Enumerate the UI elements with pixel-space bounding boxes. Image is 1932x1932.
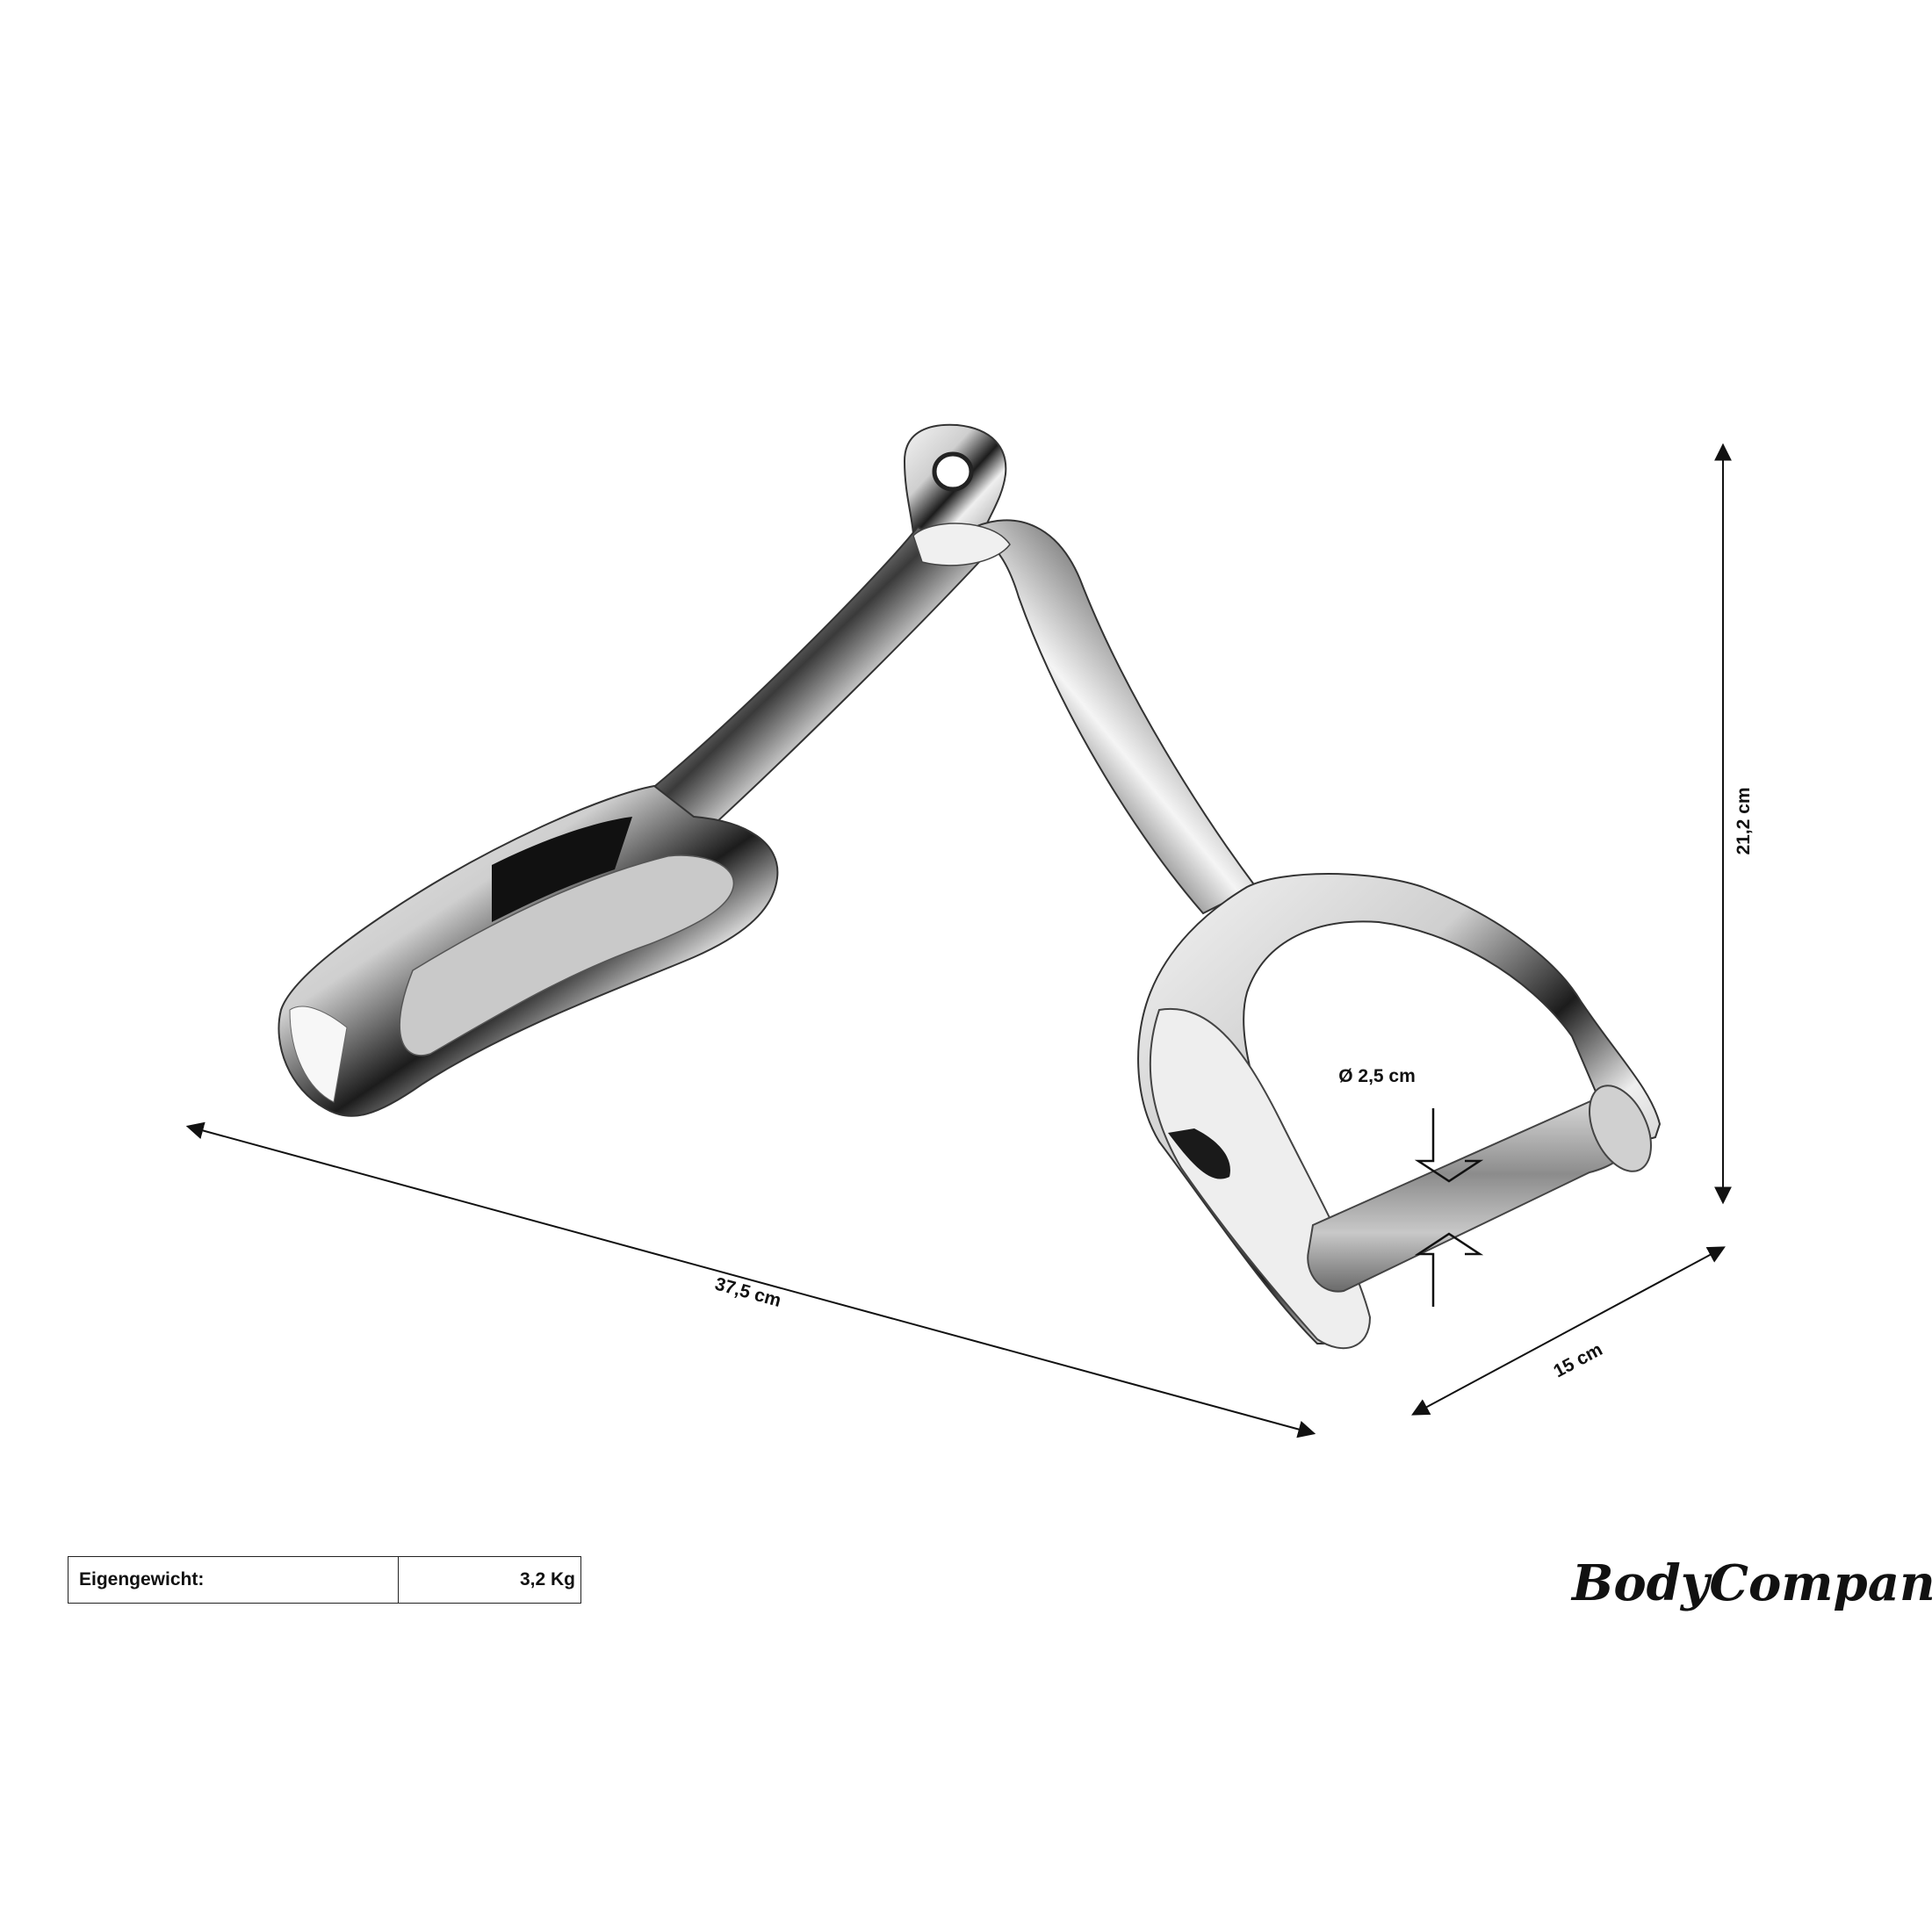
brand-logo: BodyCompany <box>1570 1554 1932 1612</box>
dimension-height-label: 21,2 cm <box>1734 787 1754 854</box>
spec-table: Eigengewicht: 3,2 Kg <box>68 1556 581 1604</box>
dimension-length: 37,5 cm <box>185 1121 1316 1438</box>
dimension-grip-diameter: Ø 2,5 cm <box>1338 1066 1484 1307</box>
dimension-depth-label: 15 cm <box>1550 1339 1605 1381</box>
grip-diameter-label: Ø 2,5 cm <box>1338 1066 1416 1086</box>
brand-logo-text: BodyCompany <box>1570 1554 1932 1612</box>
left-arm-tube <box>648 525 981 845</box>
spec-value: 3,2 Kg <box>519 1569 575 1590</box>
eyelet <box>903 423 1007 536</box>
cable-handle-illustration <box>278 423 1662 1350</box>
knurled-grip-bar <box>1307 1085 1652 1293</box>
dimension-height: 21,2 cm <box>1714 443 1754 1205</box>
right-arm-tube <box>930 519 1258 915</box>
dimension-depth: 15 cm <box>1411 1246 1726 1416</box>
spec-label: Eigengewicht: <box>68 1557 399 1603</box>
left-stirrup <box>278 784 779 1117</box>
